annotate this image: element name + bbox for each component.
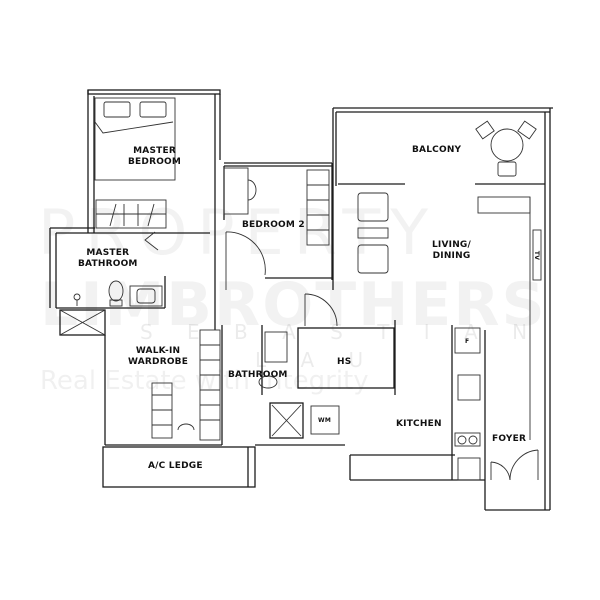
room-label-hs: HS <box>337 357 352 367</box>
room-label-living-dining: LIVING/DINING <box>432 240 472 261</box>
fixture-label-fridge: F <box>465 338 470 345</box>
living-balcony-walls <box>332 107 553 510</box>
room-label-kitchen: KITCHEN <box>396 419 442 429</box>
walk-in-wardrobe-walls <box>104 329 222 446</box>
kitchen-foyer-walls <box>349 325 550 511</box>
master-bathroom-walls <box>49 227 210 336</box>
fixture-label-washing-machine: WM <box>318 417 331 424</box>
room-label-balcony: BALCONY <box>412 145 462 155</box>
fixture-label-tv: TV <box>533 250 541 261</box>
bathroom-hs-walls <box>221 293 396 446</box>
bedroom-2-walls <box>223 162 333 290</box>
ac-ledge-walls <box>102 446 256 488</box>
room-label-bedroom-2: BEDROOM 2 <box>242 220 305 230</box>
room-label-ac-ledge: A/C LEDGE <box>148 461 203 471</box>
master-bedroom-walls <box>87 89 221 330</box>
room-label-bathroom: BATHROOM <box>228 370 288 380</box>
room-label-foyer: FOYER <box>492 434 527 444</box>
